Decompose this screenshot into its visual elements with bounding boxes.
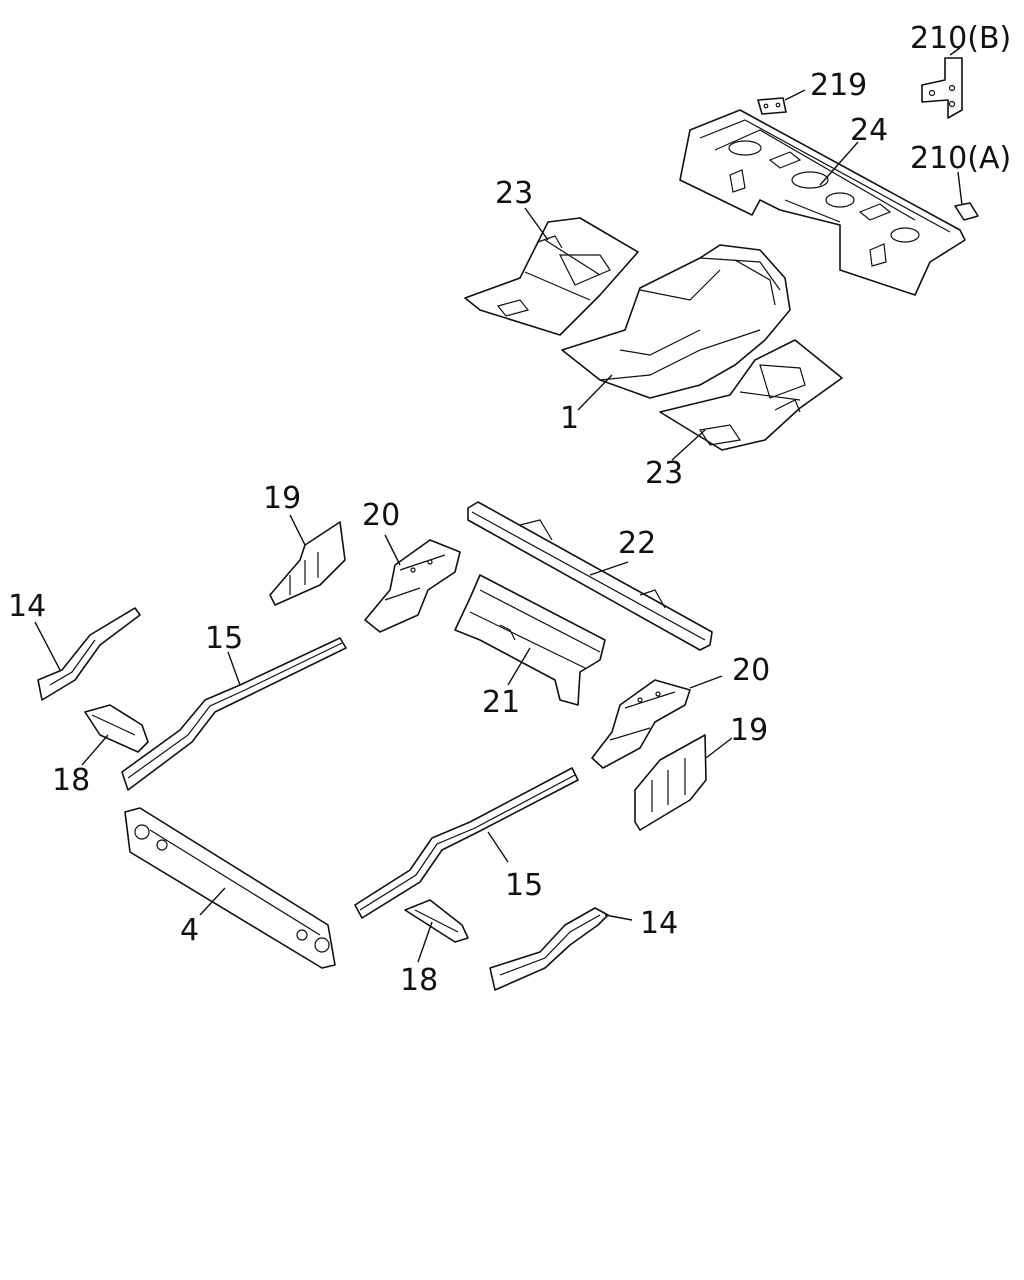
callout-24: 24 [850, 113, 888, 148]
leader-15-right [487, 831, 509, 863]
leader-18-left [81, 734, 109, 766]
leader-4 [199, 887, 226, 916]
leader-22 [589, 561, 629, 576]
leader-19-left [289, 514, 306, 546]
part-15-side-rail-right[interactable] [354, 767, 579, 919]
part-210a-clip[interactable] [954, 202, 979, 221]
callout-219: 219 [810, 68, 867, 103]
part-219-plate[interactable] [757, 97, 787, 115]
part-19-gusset-right[interactable] [634, 734, 707, 831]
leader-23-upper [524, 207, 549, 241]
callout-19-left: 19 [263, 481, 301, 516]
leader-19-right [705, 737, 733, 759]
part-18-support-left[interactable] [84, 704, 149, 753]
leader-15-left [227, 651, 241, 686]
leader-20-right [689, 675, 723, 689]
part-14-rail-end-left[interactable] [37, 607, 141, 701]
callout-22: 22 [618, 526, 656, 561]
callout-23-upper: 23 [495, 176, 533, 211]
leader-14-right [604, 914, 633, 921]
callout-20-right: 20 [732, 653, 770, 688]
callout-19-right: 19 [730, 713, 768, 748]
leader-24 [819, 141, 859, 186]
leader-20-left [384, 534, 401, 566]
callout-1: 1 [560, 401, 579, 436]
leader-1 [577, 374, 613, 411]
part-18-support-right[interactable] [404, 899, 469, 943]
part-24-rear-floor-panel[interactable] [679, 109, 966, 296]
part-19-gusset-left[interactable] [269, 521, 346, 606]
callout-23-lower: 23 [645, 456, 683, 491]
callout-14-right: 14 [640, 906, 678, 941]
part-21-crossmember-bracket[interactable] [454, 574, 606, 706]
callout-18-left: 18 [52, 763, 90, 798]
leader-219 [784, 89, 806, 101]
callout-18-right: 18 [400, 963, 438, 998]
callout-15-right: 15 [505, 868, 543, 903]
part-23-floor-pan-upper[interactable] [464, 217, 639, 336]
part-15-side-rail-left[interactable] [121, 637, 347, 791]
callout-210b: 210(B) [910, 21, 1011, 56]
callout-14-left: 14 [8, 589, 46, 624]
part-210b-bracket[interactable] [921, 57, 963, 119]
part-23-floor-pan-lower[interactable] [659, 339, 843, 451]
part-20-bracket-lower[interactable] [591, 679, 691, 769]
callout-21: 21 [482, 685, 520, 720]
callout-210a: 210(A) [910, 141, 1011, 176]
part-20-bracket-upper[interactable] [364, 539, 461, 633]
part-14-rail-end-right[interactable] [489, 907, 609, 991]
callout-15-left: 15 [205, 621, 243, 656]
leader-23-lower [671, 429, 706, 461]
part-22-crossmember[interactable] [467, 501, 713, 651]
callout-20-left: 20 [362, 498, 400, 533]
callout-4: 4 [180, 913, 199, 948]
leader-210a [957, 171, 963, 206]
leader-14-left [34, 621, 61, 671]
leader-210b [949, 47, 961, 56]
part-4-front-crossmember[interactable] [124, 807, 336, 969]
leader-18-right [417, 921, 433, 963]
part-1-front-floor-panel[interactable] [561, 244, 791, 399]
leader-21 [507, 647, 531, 686]
